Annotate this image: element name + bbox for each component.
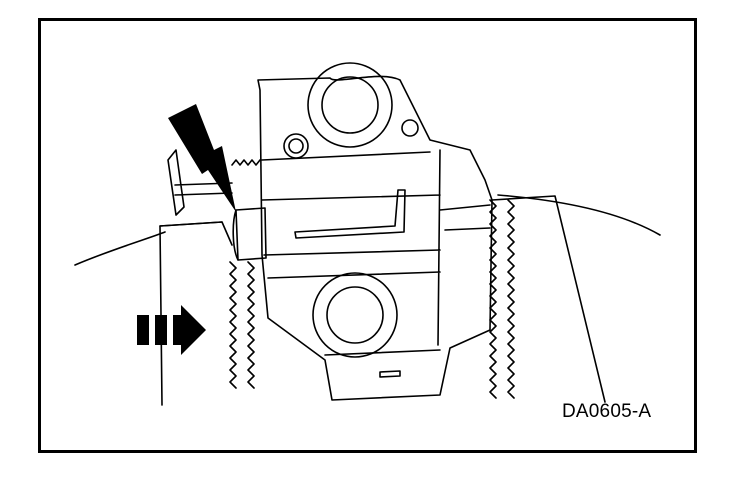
small-bolt-hole-inner <box>288 138 304 154</box>
spring-zigzag <box>231 159 261 166</box>
lower-pulley-outer <box>312 272 398 358</box>
left-belt-edge-b <box>247 261 255 389</box>
body-edge-lines <box>261 149 491 356</box>
engine-outline-curve <box>74 194 661 266</box>
right-belt-edge-b <box>507 199 515 399</box>
tensioner-body <box>257 75 493 401</box>
right-belt-edge-a <box>489 199 497 399</box>
bottom-slot <box>379 370 401 378</box>
figure-reference-code: DA0605-A <box>562 401 652 422</box>
left-belt-edge-a <box>229 261 237 389</box>
direction-arrow-icon <box>137 305 206 355</box>
figure-frame <box>38 18 697 453</box>
upper-pulley-inner <box>321 76 379 134</box>
small-bolt-hole <box>283 133 309 159</box>
lower-pulley-inner <box>326 286 384 344</box>
right-housing <box>491 195 606 403</box>
left-housing <box>159 221 233 406</box>
upper-right-hole <box>401 119 419 137</box>
upper-pulley-outer <box>307 62 393 148</box>
callout-arrow-icon <box>168 104 236 212</box>
tensioner-plunger <box>232 207 267 261</box>
adjustment-slot <box>294 189 406 239</box>
